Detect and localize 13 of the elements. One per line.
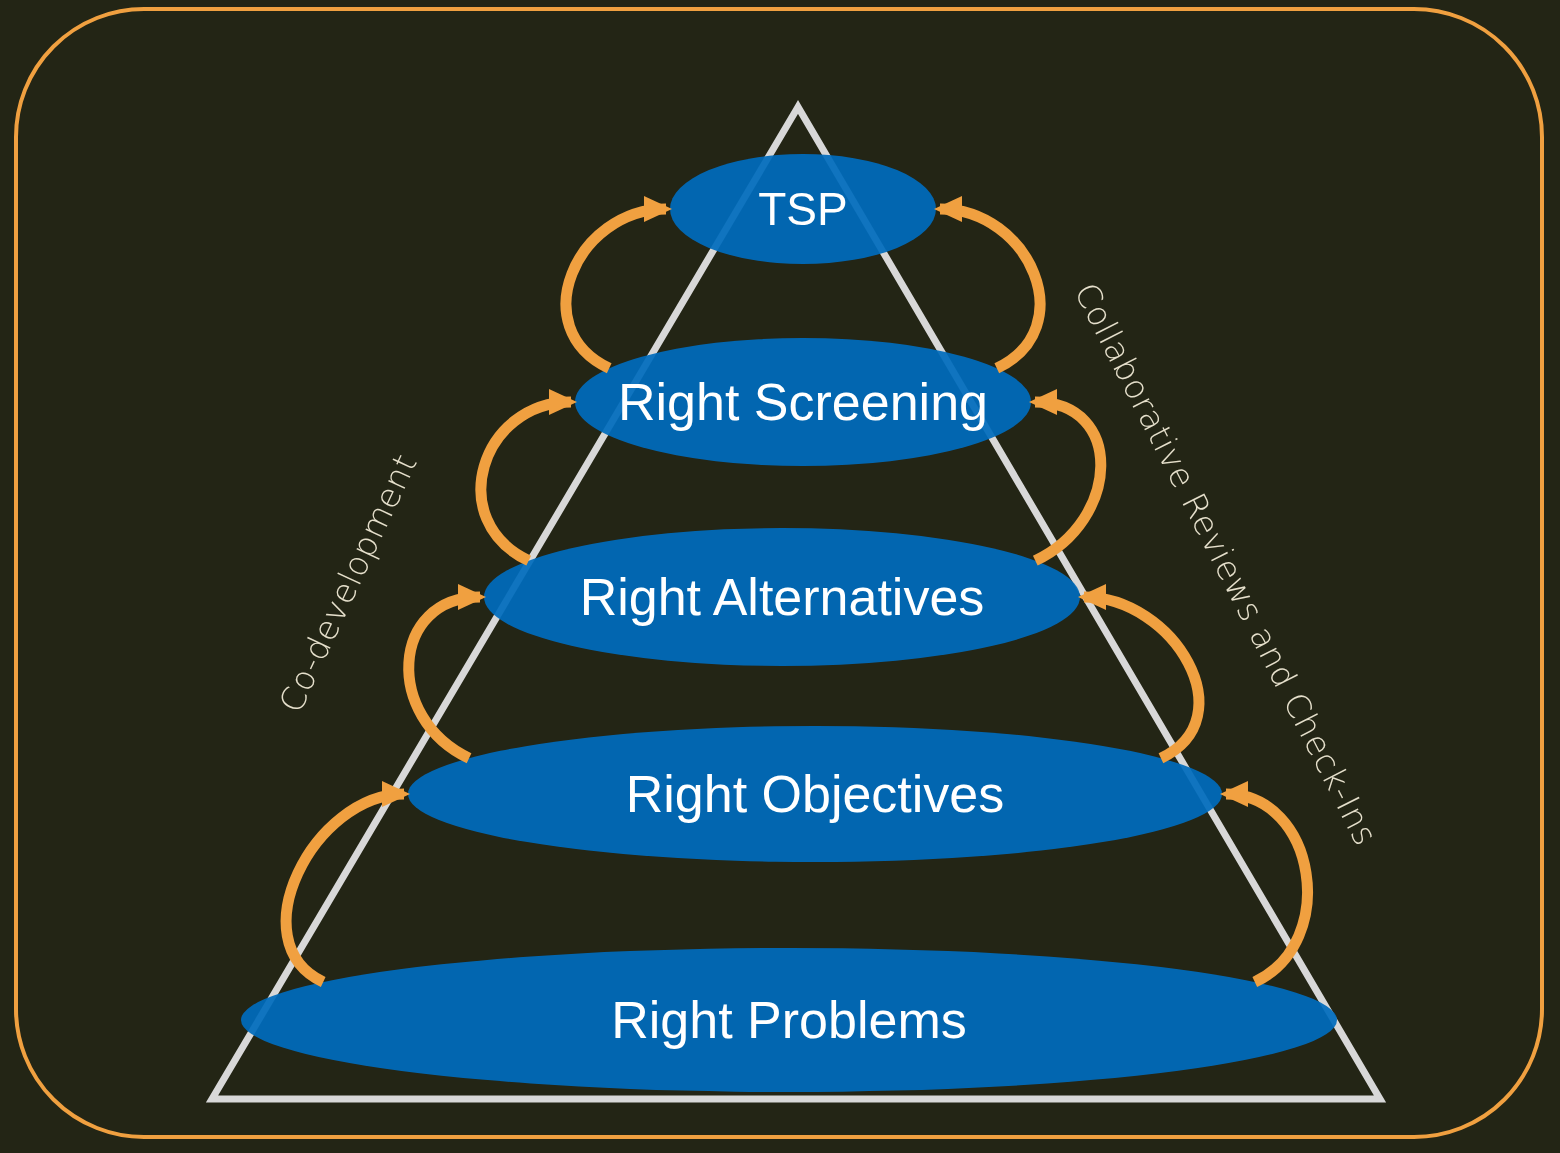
node-label: Right Objectives	[625, 764, 1005, 824]
node-label: Right Alternatives	[579, 567, 985, 627]
node-label: Right Screening	[618, 372, 988, 432]
curved-arrow	[1220, 784, 1313, 987]
curved-arrow	[475, 391, 577, 566]
curved-arrow	[1029, 391, 1107, 566]
curved-arrow	[403, 586, 486, 763]
curved-arrow	[934, 198, 1046, 373]
node-label: Right Problems	[611, 990, 967, 1050]
node-label: TSP	[758, 182, 848, 236]
curved-arrow	[1078, 586, 1205, 763]
curved-arrow	[280, 784, 410, 987]
curved-arrow	[560, 198, 672, 373]
